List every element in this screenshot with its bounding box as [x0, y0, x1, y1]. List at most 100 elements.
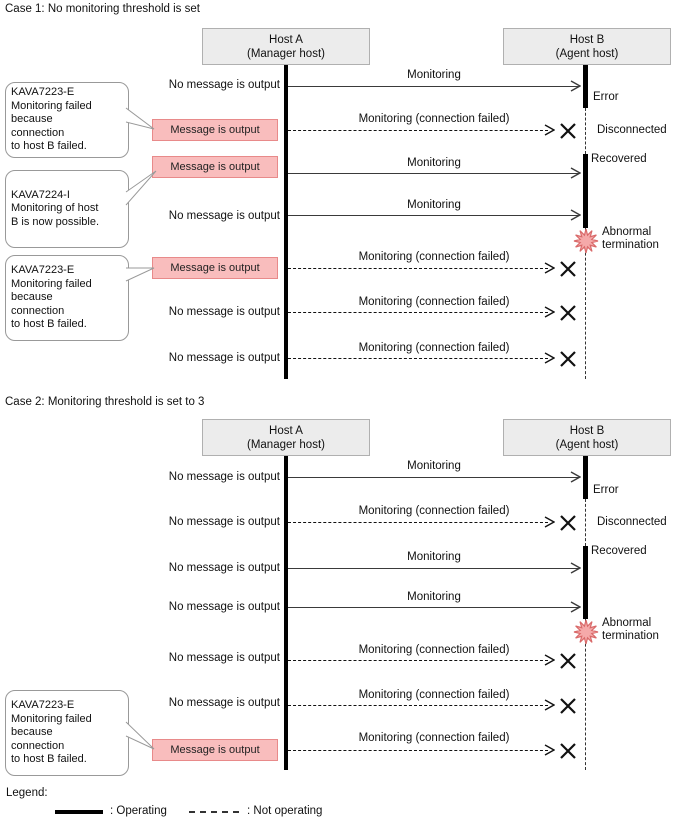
host-name: Host B	[569, 424, 605, 437]
monitoring-failed-arrow	[288, 522, 548, 523]
arrowhead-icon	[570, 209, 581, 221]
arrow-label: Monitoring	[407, 591, 461, 603]
arrowhead-icon	[570, 562, 581, 574]
arrow-label: Monitoring (connection failed)	[358, 732, 510, 744]
monitoring-failed-arrow	[288, 358, 548, 359]
host-role: (Manager host)	[247, 47, 325, 60]
status-label: Disconnected	[597, 516, 667, 528]
arrowhead-icon	[544, 124, 555, 136]
host-name: Host A	[269, 424, 303, 437]
arrowhead-icon	[570, 601, 581, 613]
case1-host-a-box: Host A (Manager host)	[202, 28, 370, 65]
arrow-label: Monitoring	[407, 199, 461, 211]
arrowhead-icon	[544, 744, 555, 756]
message-output-box: Message is output	[152, 119, 278, 141]
monitoring-failed-arrow	[288, 312, 548, 313]
arrowhead-icon	[544, 262, 555, 274]
arrowhead-icon	[570, 80, 581, 92]
case2-host-b-lifeline-not-operating	[585, 619, 586, 770]
arrow-label: Monitoring (connection failed)	[358, 251, 510, 263]
status-label: Error	[593, 91, 619, 103]
case2-title: Case 2: Monitoring threshold is set to 3	[5, 396, 205, 408]
arrow-label: Monitoring	[407, 460, 461, 472]
x-mark-icon	[560, 743, 576, 759]
callout-tail	[125, 267, 155, 282]
x-mark-icon	[560, 515, 576, 531]
monitoring-failed-arrow	[288, 268, 548, 269]
arrowhead-icon	[544, 352, 555, 364]
message-output-box: Message is output	[152, 156, 278, 178]
legend-operating-label: : Operating	[110, 805, 167, 817]
case1-host-a-lifeline	[284, 65, 288, 379]
legend-title: Legend:	[6, 787, 48, 799]
left-label: No message is output	[168, 306, 280, 318]
monitoring-arrow	[288, 607, 579, 608]
status-label: Abnormal termination	[602, 617, 659, 642]
x-mark-icon	[560, 351, 576, 367]
case1-host-b-lifeline-not-operating	[585, 228, 586, 379]
left-label: No message is output	[168, 697, 280, 709]
arrowhead-icon	[544, 516, 555, 528]
abnormal-termination-burst-icon	[573, 619, 599, 645]
case2-host-b-lifeline-not-operating	[585, 499, 586, 546]
legend-not-operating-label: : Not operating	[247, 805, 323, 817]
monitoring-failed-arrow	[288, 660, 548, 661]
callout-bubble: KAVA7223-E Monitoring failed because con…	[5, 255, 129, 341]
monitoring-arrow	[288, 477, 579, 478]
status-label: Recovered	[591, 545, 647, 557]
arrowhead-icon	[544, 699, 555, 711]
host-role: (Agent host)	[555, 47, 619, 60]
left-label: No message is output	[168, 516, 280, 528]
message-output-box: Message is output	[152, 257, 278, 279]
x-mark-icon	[560, 261, 576, 277]
status-label: Recovered	[591, 153, 647, 165]
left-label: No message is output	[168, 352, 280, 364]
case2-host-b-lifeline-operating	[583, 546, 588, 619]
monitoring-arrow	[288, 173, 579, 174]
case1-title: Case 1: No monitoring threshold is set	[5, 3, 200, 15]
callout-tail	[125, 721, 155, 750]
left-label: No message is output	[168, 562, 280, 574]
legend-operating-line	[55, 810, 103, 814]
monitoring-failed-arrow	[288, 750, 548, 751]
callout-tail	[125, 170, 157, 206]
case1-host-b-lifeline-not-operating	[585, 108, 586, 154]
arrowhead-icon	[544, 306, 555, 318]
callout-bubble: KAVA7223-E Monitoring failed because con…	[5, 82, 129, 158]
case2-host-a-box: Host A (Manager host)	[202, 419, 370, 456]
arrow-label: Monitoring	[407, 551, 461, 563]
monitoring-failed-arrow	[288, 705, 548, 706]
monitoring-arrow	[288, 568, 579, 569]
arrow-label: Monitoring (connection failed)	[358, 296, 510, 308]
monitoring-arrow	[288, 215, 579, 216]
x-mark-icon	[560, 305, 576, 321]
case2-host-b-lifeline-operating	[583, 456, 588, 499]
case1-host-b-box: Host B (Agent host)	[503, 28, 671, 65]
case1-host-b-lifeline-operating	[583, 65, 588, 108]
monitoring-arrow	[288, 86, 579, 87]
x-mark-icon	[560, 653, 576, 669]
case2-host-a-lifeline	[284, 456, 288, 770]
host-role: (Manager host)	[247, 438, 325, 451]
status-label: Disconnected	[597, 124, 667, 136]
left-label: No message is output	[168, 79, 280, 91]
callout-bubble: KAVA7223-E Monitoring failed because con…	[5, 690, 129, 776]
host-role: (Agent host)	[555, 438, 619, 451]
arrow-label: Monitoring	[407, 69, 461, 81]
case2-host-b-box: Host B (Agent host)	[503, 419, 671, 456]
arrow-label: Monitoring	[407, 157, 461, 169]
left-label: No message is output	[168, 210, 280, 222]
x-mark-icon	[560, 123, 576, 139]
x-mark-icon	[560, 698, 576, 714]
arrow-label: Monitoring (connection failed)	[358, 113, 510, 125]
arrow-label: Monitoring (connection failed)	[358, 342, 510, 354]
callout-tail	[125, 107, 155, 130]
arrow-label: Monitoring (connection failed)	[358, 644, 510, 656]
status-label: Error	[593, 484, 619, 496]
case1-host-b-lifeline-operating	[583, 154, 588, 228]
status-label: Abnormal termination	[602, 226, 659, 251]
host-name: Host B	[569, 33, 605, 46]
left-label: No message is output	[168, 471, 280, 483]
host-name: Host A	[269, 33, 303, 46]
